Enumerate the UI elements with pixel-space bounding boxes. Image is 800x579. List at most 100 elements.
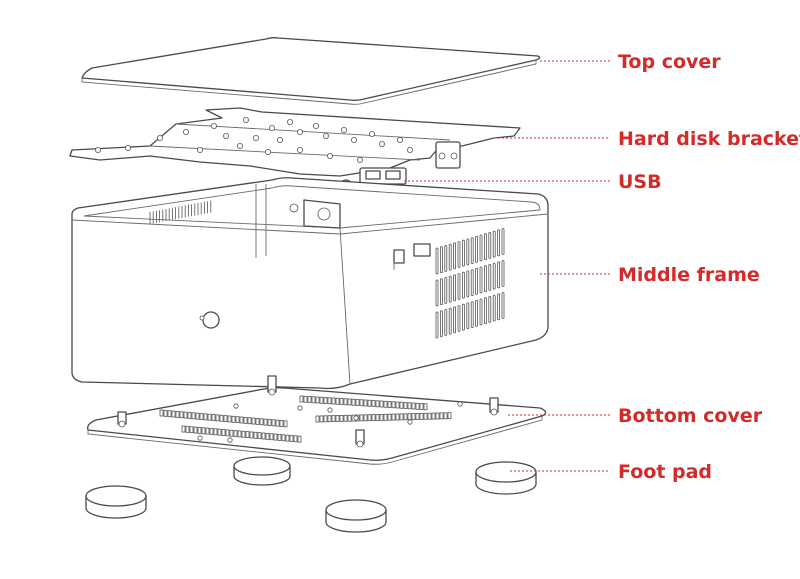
side-vent-slot (444, 244, 448, 272)
bottom-vent-slot (179, 411, 184, 419)
bottom-vent-slot (403, 413, 408, 421)
bracket-hole (286, 119, 293, 126)
foot-pad (233, 456, 291, 486)
bottom-vent-slot (411, 402, 416, 410)
bottom-vent-slot (225, 429, 230, 437)
bottom-vent-slot (183, 411, 188, 419)
side-vent-slot (479, 266, 483, 294)
bottom-vent-slot (391, 413, 396, 421)
label-foot-pad: Foot pad (510, 461, 712, 483)
bottom-vent-slot (331, 415, 336, 423)
bottom-vent-slot (407, 413, 412, 421)
bottom-vent-slot (415, 402, 420, 410)
side-vent-slot (466, 238, 470, 266)
bottom-vent-slot (383, 400, 388, 408)
bottom-vent-slot (375, 414, 380, 421)
bottom-vent-slot (423, 412, 428, 420)
bottom-vent-slot (327, 397, 332, 405)
bottom-vent-slot (427, 412, 432, 420)
bracket-hole (276, 136, 283, 143)
bottom-vent-slot (285, 434, 290, 442)
bottom-vent-slot (237, 430, 242, 438)
bottom-hole (407, 419, 413, 425)
bottom-vent-slot (355, 399, 360, 406)
bottom-vent-slot (205, 427, 210, 435)
bottom-vent-slot (387, 413, 392, 421)
bottom-vent-slot (251, 417, 256, 425)
bottom-vent-slot (249, 431, 254, 439)
side-vent-slot (453, 242, 457, 270)
bottom-vent-slot (399, 401, 404, 409)
side-vent-slot (479, 298, 483, 326)
bottom-vent-slot (351, 398, 356, 406)
side-vent-slot (475, 299, 479, 327)
side-vent-slot (435, 279, 439, 307)
bottom-vent-slot (279, 420, 284, 427)
side-vent-slot (457, 241, 461, 268)
label-top-cover: Top cover (540, 51, 721, 73)
bottom-vent-slot (419, 412, 424, 420)
bottom-vent-slot (383, 413, 388, 421)
bottom-hole (227, 437, 233, 443)
side-vent-slot (479, 234, 483, 262)
label-hard-disk-bracket: Hard disk bracket (494, 128, 800, 150)
bottom-vent-slot (359, 414, 364, 422)
bracket-hole (196, 146, 203, 153)
bottom-vent-slot (399, 413, 404, 421)
side-vent-slot (466, 302, 470, 330)
bottom-vent-slot (319, 396, 324, 404)
bottom-vent-slot (277, 433, 282, 441)
bottom-vent-slot (255, 417, 260, 425)
label-usb: USB (404, 171, 662, 193)
bottom-vent-slot (371, 414, 376, 422)
bottom-vent-slot (367, 399, 372, 407)
bottom-vent-slot (423, 403, 428, 411)
side-vent-slot (488, 295, 492, 323)
side-vent-slot (457, 305, 461, 332)
bottom-hole (353, 415, 359, 421)
bottom-vent-slot (231, 415, 236, 423)
bottom-cover-part (87, 375, 547, 465)
bottom-vent-slot (403, 402, 408, 409)
bracket-hole (156, 134, 163, 141)
side-vent-slot (501, 228, 505, 255)
bracket-hole (356, 156, 363, 163)
bottom-vent-slot (347, 398, 352, 406)
bottom-vent-slot (339, 414, 344, 422)
side-vent-slot (475, 235, 479, 263)
side-vent-slot (483, 233, 487, 261)
bottom-vent-slot (289, 435, 294, 442)
bottom-vent-slot (199, 413, 204, 420)
bottom-vent-slot (271, 419, 276, 427)
bottom-vent-slot (227, 415, 232, 423)
bottom-vent-slot (261, 432, 266, 440)
side-vent-slot (497, 293, 501, 321)
side-vent-slot (488, 231, 492, 259)
bottom-vent-slot (379, 413, 384, 421)
bottom-vent-slot (209, 428, 214, 435)
bottom-vent-slot (213, 428, 218, 436)
side-vent-slot (461, 303, 465, 331)
bottom-vent-slot (181, 425, 186, 433)
bracket-hole (242, 117, 249, 124)
label-text-usb: USB (618, 171, 662, 193)
bottom-vent-slot (235, 416, 240, 424)
side-vent-slot (453, 306, 457, 334)
side-vent-slot (461, 271, 465, 299)
bottom-vent-slot (243, 416, 248, 424)
side-vent-slot (448, 275, 452, 303)
bottom-vent-slot (391, 401, 396, 409)
bracket-hole (264, 148, 271, 155)
bottom-vent-slot (219, 414, 224, 422)
side-vent-slot (497, 229, 501, 257)
bottom-vent-slot (223, 415, 228, 423)
bottom-vent-slot (247, 417, 252, 425)
label-text-bottom-cover: Bottom cover (618, 405, 763, 427)
bottom-vent-slot (387, 401, 392, 408)
bottom-vent-slot (293, 435, 298, 443)
foot-pad (85, 485, 147, 519)
side-vent-slot (439, 310, 443, 338)
bottom-vent-slot (323, 415, 328, 423)
bottom-vent-slot (241, 430, 246, 438)
bottom-vent-slot (203, 413, 208, 421)
